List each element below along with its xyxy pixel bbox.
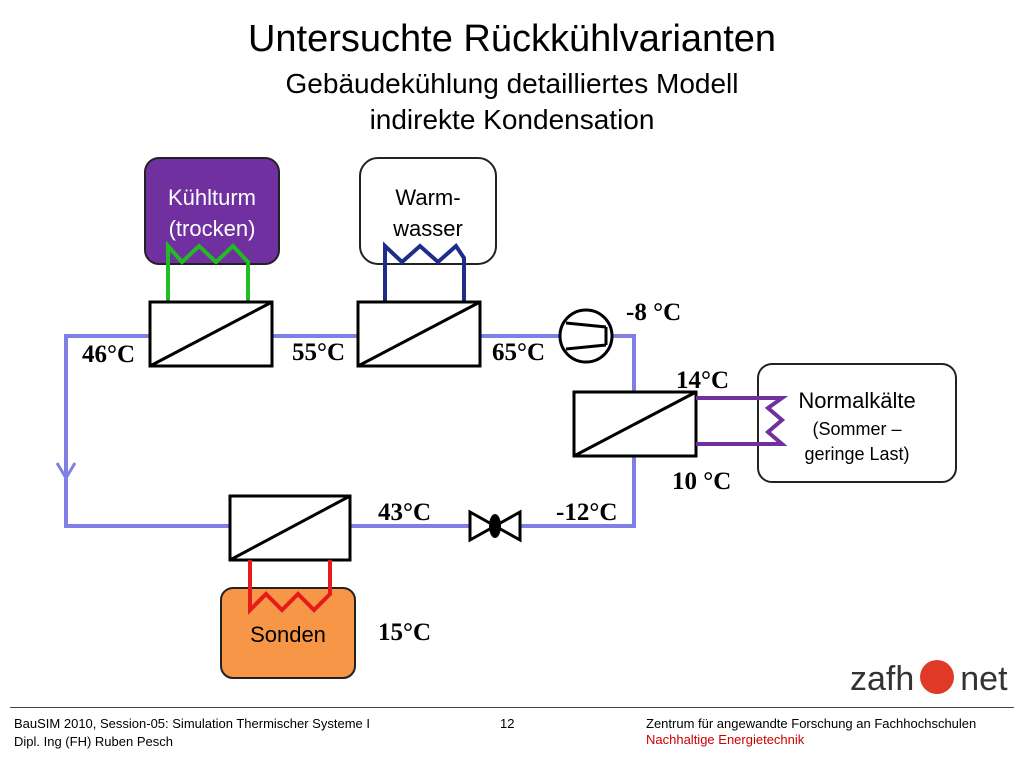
normalkaelte-label-1: Normalkälte <box>798 388 915 413</box>
heat-exchanger-kuehlturm <box>148 300 274 368</box>
temp-14: 14°C <box>676 367 729 394</box>
zafh-net-logo: zafh net <box>850 660 1008 699</box>
expansion-valve-icon <box>468 509 522 543</box>
footer-left-2: Dipl. Ing (FH) Ruben Pesch <box>14 734 173 749</box>
temp-43: 43°C <box>378 499 431 526</box>
kuehlturm-loop <box>166 240 250 302</box>
warmwasser-loop <box>383 241 466 302</box>
normalkaelte-loop <box>696 396 789 446</box>
slide-subtitle-2: indirekte Kondensation <box>369 104 655 135</box>
warmwasser-box <box>359 157 497 265</box>
logo-text-left: zafh <box>850 660 915 698</box>
temp-46: 46°C <box>82 341 135 368</box>
footer-left-1: BauSIM 2010, Session-05: Simulation Ther… <box>14 716 370 731</box>
logo-text-right: net <box>960 660 1008 698</box>
heat-exchanger-normalkaelte <box>572 390 698 458</box>
sonden-loop <box>248 560 332 615</box>
warmwasser-label-1: Warm- <box>395 185 460 210</box>
normalkaelte-label-2: (Sommer – <box>812 419 901 439</box>
footer-right-1: Zentrum für angewandte Forschung an Fach… <box>646 716 977 731</box>
logo-dot-icon <box>920 660 955 694</box>
page-number: 12 <box>500 716 515 731</box>
temp-55: 55°C <box>292 339 345 366</box>
temp-65: 65°C <box>492 339 545 366</box>
footer-right-2: Nachhaltige Energietechnik <box>646 732 805 747</box>
pipe-loop <box>64 334 636 528</box>
temp-minus-12: -12°C <box>556 499 617 526</box>
kuehlturm-box <box>144 157 280 265</box>
kuehlturm-label-2: (trocken) <box>169 216 256 241</box>
normalkaelte-label-3: geringe Last) <box>804 444 909 464</box>
warmwasser-label-2: wasser <box>392 216 463 241</box>
slide-title: Untersuchte Rückkühlvarianten <box>247 18 777 60</box>
sonden-box <box>220 587 356 679</box>
temp-10: 10 °C <box>672 468 731 495</box>
temp-15: 15°C <box>378 619 431 646</box>
heat-exchanger-warmwasser <box>356 300 482 368</box>
normalkaelte-box <box>757 363 957 483</box>
compressor-icon <box>558 308 614 364</box>
kuehlturm-label-1: Kühlturm <box>168 185 256 210</box>
flow-arrow <box>55 462 77 481</box>
footer-divider <box>10 707 1014 708</box>
slide-subtitle-1: Gebäudekühlung detailliertes Modell <box>285 68 739 99</box>
sonden-label: Sonden <box>250 622 326 647</box>
heat-exchanger-sonden <box>228 494 352 562</box>
temp-minus-8: -8 °C <box>626 299 681 326</box>
